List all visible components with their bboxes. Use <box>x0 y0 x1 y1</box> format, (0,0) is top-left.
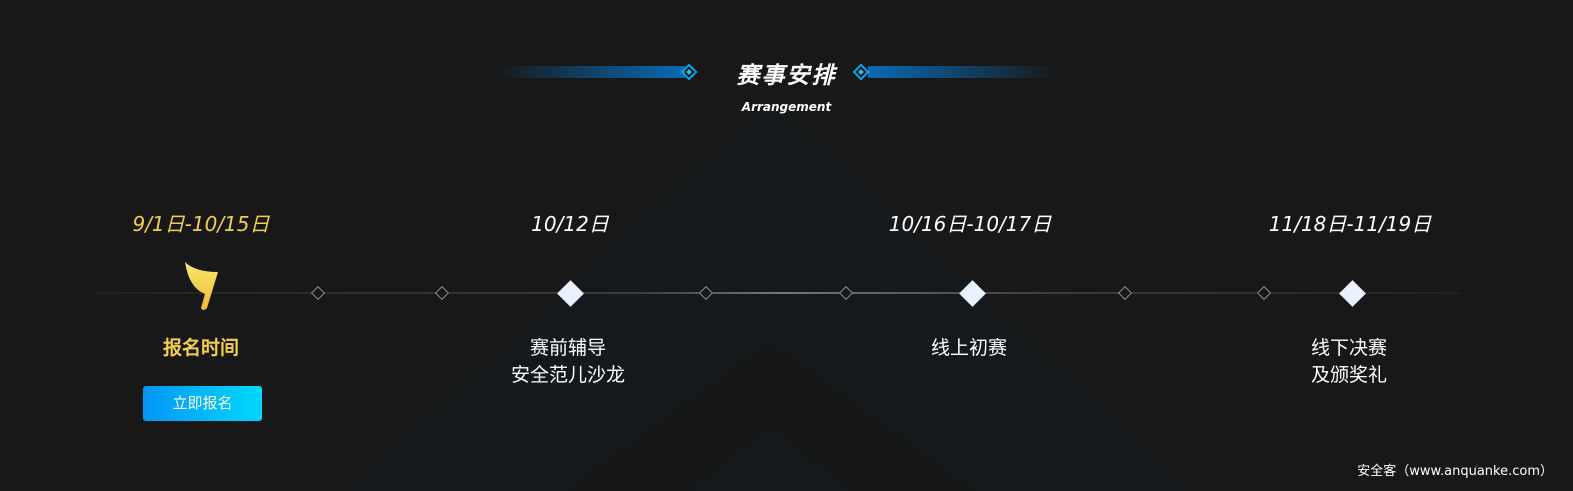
section-subtitle: Arrangement <box>741 100 832 114</box>
section-title: 赛事安排 <box>736 63 837 89</box>
final-label-line: 线下决赛 <box>1310 337 1387 359</box>
watermark: 安全客（www.anquanke.com） <box>1357 464 1553 479</box>
preliminary-label: 线上初赛 <box>930 337 1007 359</box>
coaching-label-line: 赛前辅导 <box>529 337 606 359</box>
title-bar-left <box>495 66 685 78</box>
coaching-date: 10/12日 <box>531 212 609 236</box>
final-date: 11/18日-11/19日 <box>1268 212 1432 236</box>
final-label-line: 及颁奖礼 <box>1310 364 1387 386</box>
register-now-button[interactable]: 立即报名 <box>143 386 262 421</box>
coaching-label: 赛前辅导安全范儿沙龙 <box>448 335 688 389</box>
timeline-line <box>95 292 1460 294</box>
flag-icon <box>185 262 218 310</box>
registration-label: 报名时间 <box>162 337 239 359</box>
registration-date: 9/1日-10/15日 <box>132 212 270 236</box>
title-bar-right <box>868 66 1058 78</box>
final-label: 线下决赛及颁奖礼 <box>1229 335 1469 389</box>
coaching-label-line: 安全范儿沙龙 <box>510 364 625 386</box>
preliminary-date: 10/16日-10/17日 <box>888 212 1052 236</box>
